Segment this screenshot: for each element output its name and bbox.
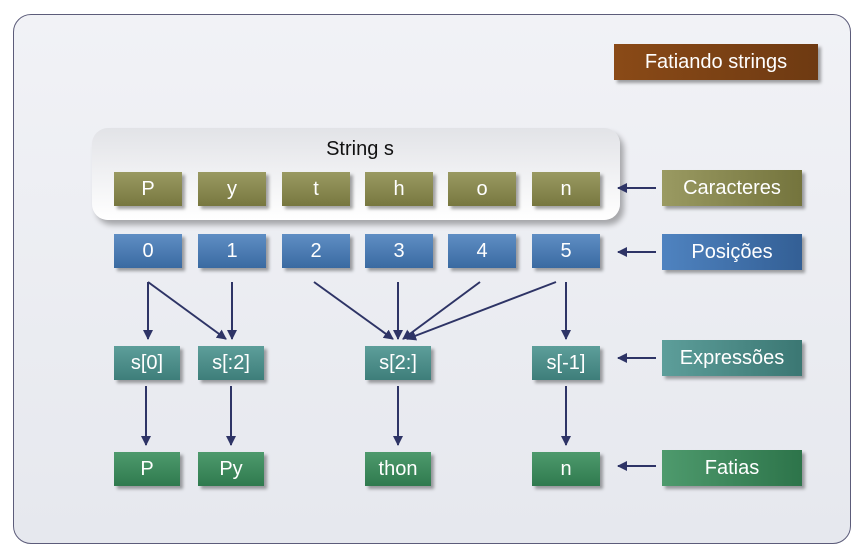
position-box: 3	[365, 234, 433, 268]
position-box: 2	[282, 234, 350, 268]
char-box: h	[365, 172, 433, 206]
position-box: 0	[114, 234, 182, 268]
arrow-5-to-s2	[406, 281, 557, 341]
string-label: String s	[326, 138, 394, 160]
expression-box: s[:2]	[198, 346, 264, 380]
char-box: y	[198, 172, 266, 206]
char-box: o	[448, 172, 516, 206]
char-box: t	[282, 172, 350, 206]
legend-characters: Caracteres	[662, 170, 802, 206]
position-box: 1	[198, 234, 266, 268]
position-box: 5	[532, 234, 600, 268]
expression-box: s[-1]	[532, 346, 600, 380]
slice-box: P	[114, 452, 180, 486]
expression-box: s[2:]	[365, 346, 431, 380]
diagram-title: Fatiando strings	[614, 44, 818, 80]
legend-slices: Fatias	[662, 450, 802, 486]
arrow-4-to-s2	[402, 281, 481, 340]
slice-box: Py	[198, 452, 264, 486]
arrow-0-to-s-2	[147, 281, 227, 340]
slice-box: n	[532, 452, 600, 486]
position-box: 4	[448, 234, 516, 268]
legend-expressions: Expressões	[662, 340, 802, 376]
arrow-2-to-s2	[313, 281, 394, 340]
char-box: n	[532, 172, 600, 206]
slice-box: thon	[365, 452, 431, 486]
char-box: P	[114, 172, 182, 206]
legend-positions: Posições	[662, 234, 802, 270]
expression-box: s[0]	[114, 346, 180, 380]
